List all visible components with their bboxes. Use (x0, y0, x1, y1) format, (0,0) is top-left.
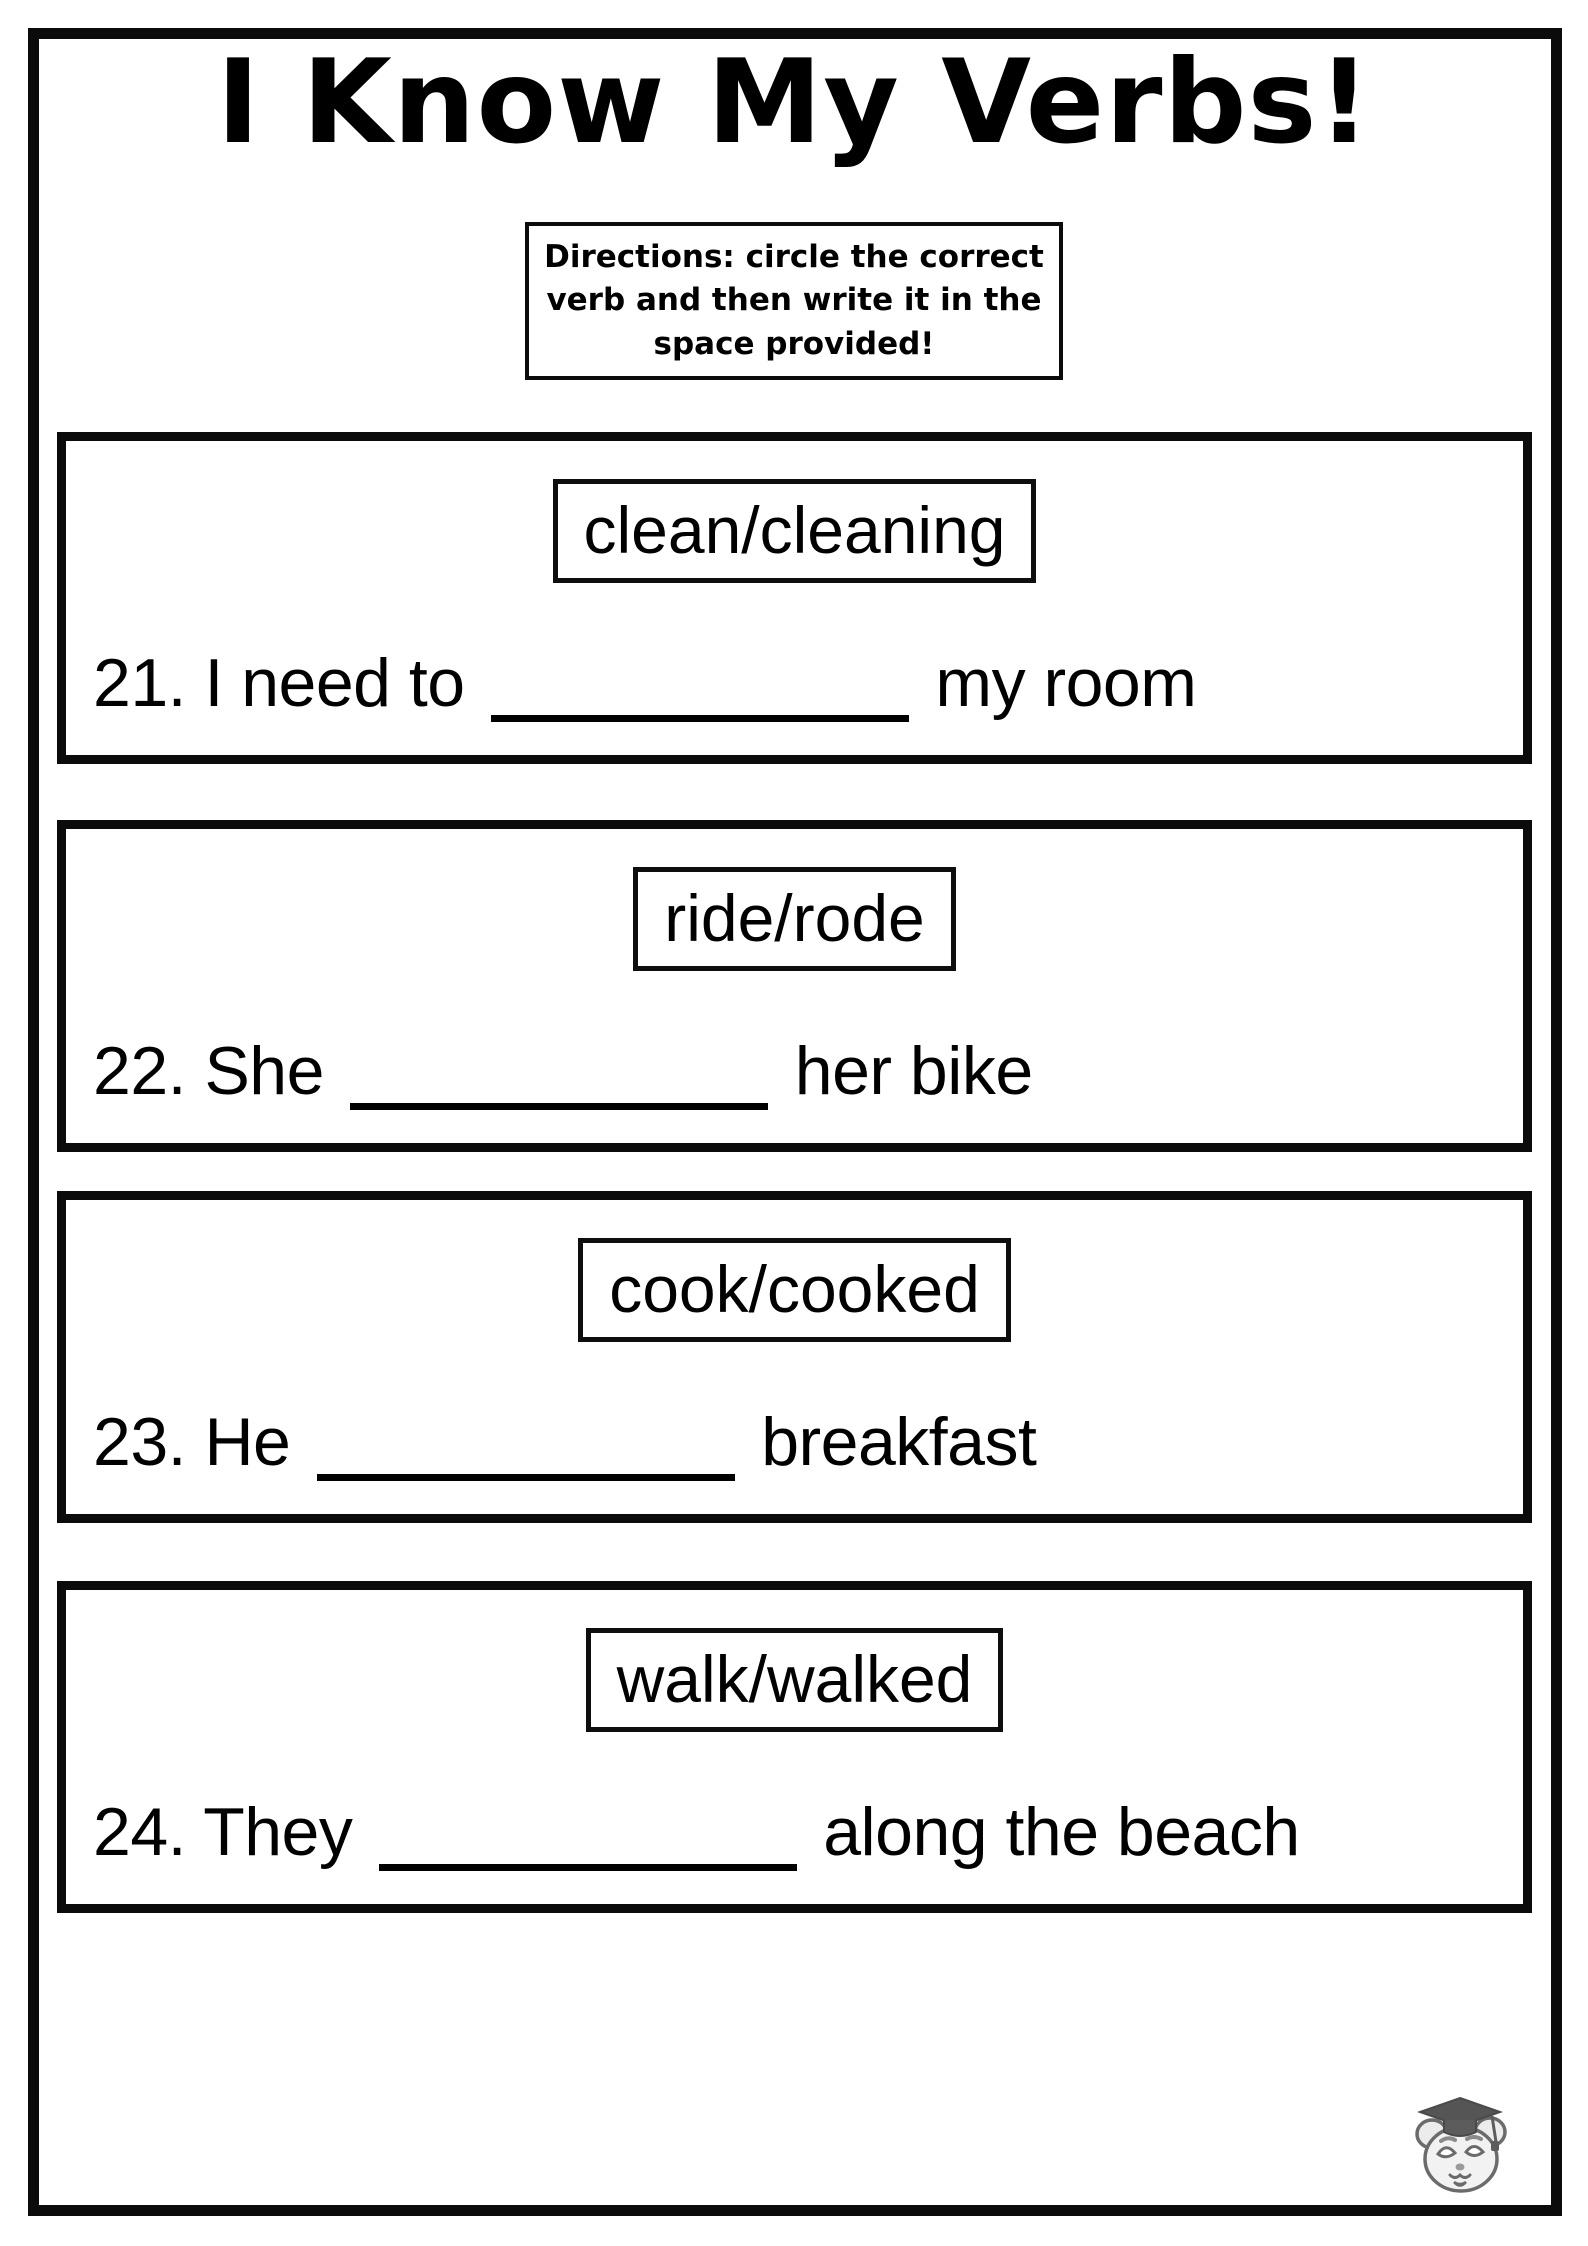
answer-blank-line[interactable] (316, 1422, 735, 1481)
verb-choice-row: cook/cooked (66, 1238, 1523, 1342)
sentence-after-blank: breakfast (761, 1404, 1037, 1480)
page-border-frame (28, 28, 1562, 2216)
verb-choice-box[interactable]: walk/walked (585, 1628, 1004, 1732)
question-box-23: cook/cooked 23. He breakfast (57, 1191, 1532, 1523)
verb-choice-box[interactable]: clean/cleaning (552, 479, 1037, 583)
sentence-before-blank: They (203, 1794, 353, 1870)
sentence-after-blank: along the beach (823, 1794, 1300, 1870)
sentence-before-blank: He (204, 1404, 291, 1480)
directions-line: verb and then write it in the (546, 282, 1042, 319)
answer-blank-line[interactable] (491, 663, 910, 722)
question-box-22: ride/rode 22. She her bike (57, 820, 1532, 1152)
answer-blank-line[interactable] (350, 1051, 769, 1110)
sentence-after-blank: her bike (794, 1033, 1033, 1109)
question-number: 21. (93, 645, 187, 721)
question-sentence: 22. She her bike (93, 1032, 1033, 1110)
verb-choice-box[interactable]: cook/cooked (578, 1238, 1011, 1342)
directions-line: Directions: circle the correct (544, 239, 1044, 275)
question-box-21: clean/cleaning 21. I need to my room (57, 432, 1532, 764)
page-title: I Know My Verbs! (216, 35, 1372, 170)
sentence-after-blank: my room (935, 645, 1197, 721)
question-box-24: walk/walked 24. They along the beach (57, 1581, 1532, 1913)
sentence-before-blank: She (204, 1033, 324, 1109)
brand-logo (1408, 2086, 1512, 2198)
question-number: 22. (93, 1033, 187, 1109)
verb-choice-row: walk/walked (66, 1628, 1523, 1732)
question-sentence: 23. He breakfast (93, 1403, 1037, 1481)
panda-graduate-icon (1415, 2096, 1507, 2193)
verb-choice-row: ride/rode (66, 867, 1523, 971)
question-number: 23. (93, 1404, 187, 1480)
question-sentence: 21. I need to my room (93, 644, 1197, 722)
answer-blank-line[interactable] (378, 1812, 797, 1871)
directions-line: space provided! (653, 325, 935, 362)
directions-box: Directions: circle the correct verb and … (525, 222, 1063, 381)
verb-choice-box[interactable]: ride/rode (633, 867, 956, 971)
question-sentence: 24. They along the beach (93, 1793, 1300, 1871)
sentence-before-blank: I need to (204, 645, 465, 721)
verb-choice-row: clean/cleaning (66, 479, 1523, 583)
question-number: 24. (93, 1794, 187, 1870)
